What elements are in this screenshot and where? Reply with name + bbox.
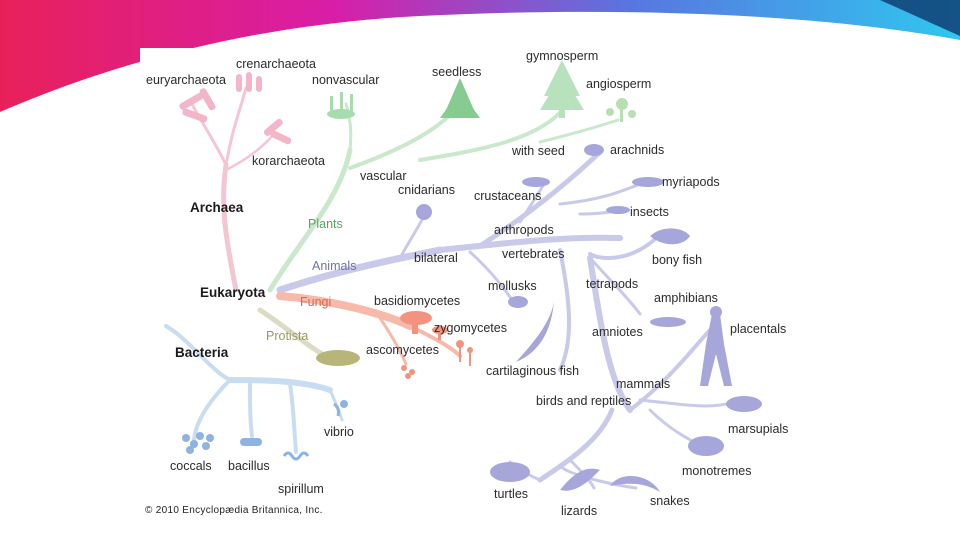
label-turtles: turtles (494, 487, 528, 501)
label-crustaceans: crustaceans (474, 189, 541, 203)
label-spirillum: spirillum (278, 482, 324, 496)
label-vibrio: vibrio (324, 425, 354, 439)
label-bilateral: bilateral (414, 251, 458, 265)
label-vascular: vascular (360, 169, 407, 183)
label-zygomycetes: zygomycetes (434, 321, 507, 335)
label-cartilaginous-fish: cartilaginous fish (486, 364, 579, 378)
label-arachnids: arachnids (610, 143, 664, 157)
header-ribbon (0, 0, 960, 112)
label-cnidarians: cnidarians (398, 183, 455, 197)
label-mollusks: mollusks (488, 279, 537, 293)
label-nonvascular: nonvascular (312, 73, 379, 87)
plant-icons (327, 60, 636, 122)
label-crenarchaeota: crenarchaeota (236, 57, 316, 71)
label-kingdom-fungi: Fungi (300, 295, 331, 309)
bacteria-branches (164, 324, 344, 454)
fungi-icons (400, 311, 473, 379)
label-angiosperm: angiosperm (586, 77, 651, 91)
label-basidiomycetes: basidiomycetes (374, 294, 460, 308)
label-insects: insects (630, 205, 669, 219)
label-marsupials: marsupials (728, 422, 788, 436)
label-snakes: snakes (650, 494, 690, 508)
label-bony-fish: bony fish (652, 253, 702, 267)
protista-icon (316, 350, 360, 366)
label-placentals: placentals (730, 322, 786, 336)
label-amniotes: amniotes (592, 325, 643, 339)
label-kingdom-protista: Protista (266, 329, 308, 343)
label-vertebrates: vertebrates (502, 247, 565, 261)
label-amphibians: amphibians (654, 291, 718, 305)
archaea-icons (179, 72, 292, 145)
label-tetrapods: tetrapods (586, 277, 638, 291)
bacteria-icons (182, 400, 348, 461)
label-ascomycetes: ascomycetes (366, 343, 439, 357)
label-gymnosperm: gymnosperm (526, 49, 598, 63)
label-myriapods: myriapods (662, 175, 720, 189)
label-seedless: seedless (432, 65, 481, 79)
animal-icons (416, 144, 762, 492)
copyright-notice: © 2010 Encyclopædia Britannica, Inc. (145, 505, 323, 516)
label-mammals: mammals (616, 377, 670, 391)
label-lizards: lizards (561, 504, 597, 518)
header-ribbon-corner (880, 0, 960, 36)
label-domain-archaea: Archaea (190, 200, 244, 215)
label-birds-and-reptiles: birds and reptiles (536, 394, 631, 408)
archaea-branches (190, 86, 276, 293)
label-with-seed: with seed (511, 144, 565, 158)
label-coccals: coccals (170, 459, 212, 473)
label-euryarchaeota: euryarchaeota (146, 73, 226, 87)
label-korarchaeota: korarchaeota (252, 154, 325, 168)
label-domain-eukaryota: Eukaryota (200, 285, 266, 300)
label-bacillus: bacillus (228, 459, 270, 473)
label-kingdom-animals: Animals (312, 259, 356, 273)
label-domain-bacteria: Bacteria (175, 345, 229, 360)
label-kingdom-plants: Plants (308, 217, 343, 231)
label-arthropods: arthropods (494, 223, 554, 237)
label-monotremes: monotremes (682, 464, 751, 478)
